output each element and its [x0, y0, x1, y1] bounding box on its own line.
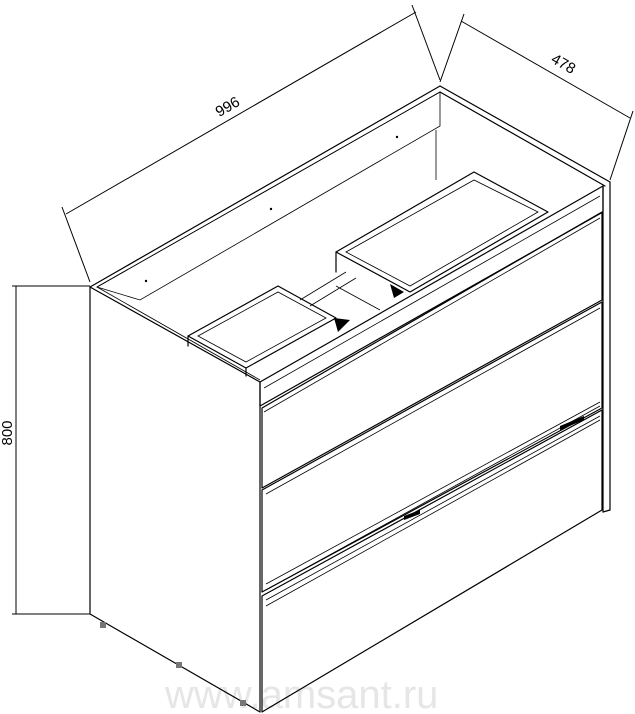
interior-rail [299, 271, 381, 311]
cabinet-body [89, 85, 611, 713]
height-dimension [12, 285, 90, 615]
bottom-drawer-front [261, 409, 603, 713]
cabinet-feet [100, 622, 246, 706]
interior-drawer-box-right [335, 171, 549, 298]
front-rail [259, 185, 604, 407]
interior-drawer-box-left [187, 285, 350, 377]
width-label: 996 [213, 93, 243, 120]
middle-drawer-front [261, 301, 603, 593]
top-drawer-front [261, 211, 603, 489]
width-dimension [61, 4, 441, 283]
depth-dimension [439, 13, 634, 181]
watermark: www.amsant.ru [164, 673, 438, 714]
height-label: 800 [0, 420, 16, 445]
